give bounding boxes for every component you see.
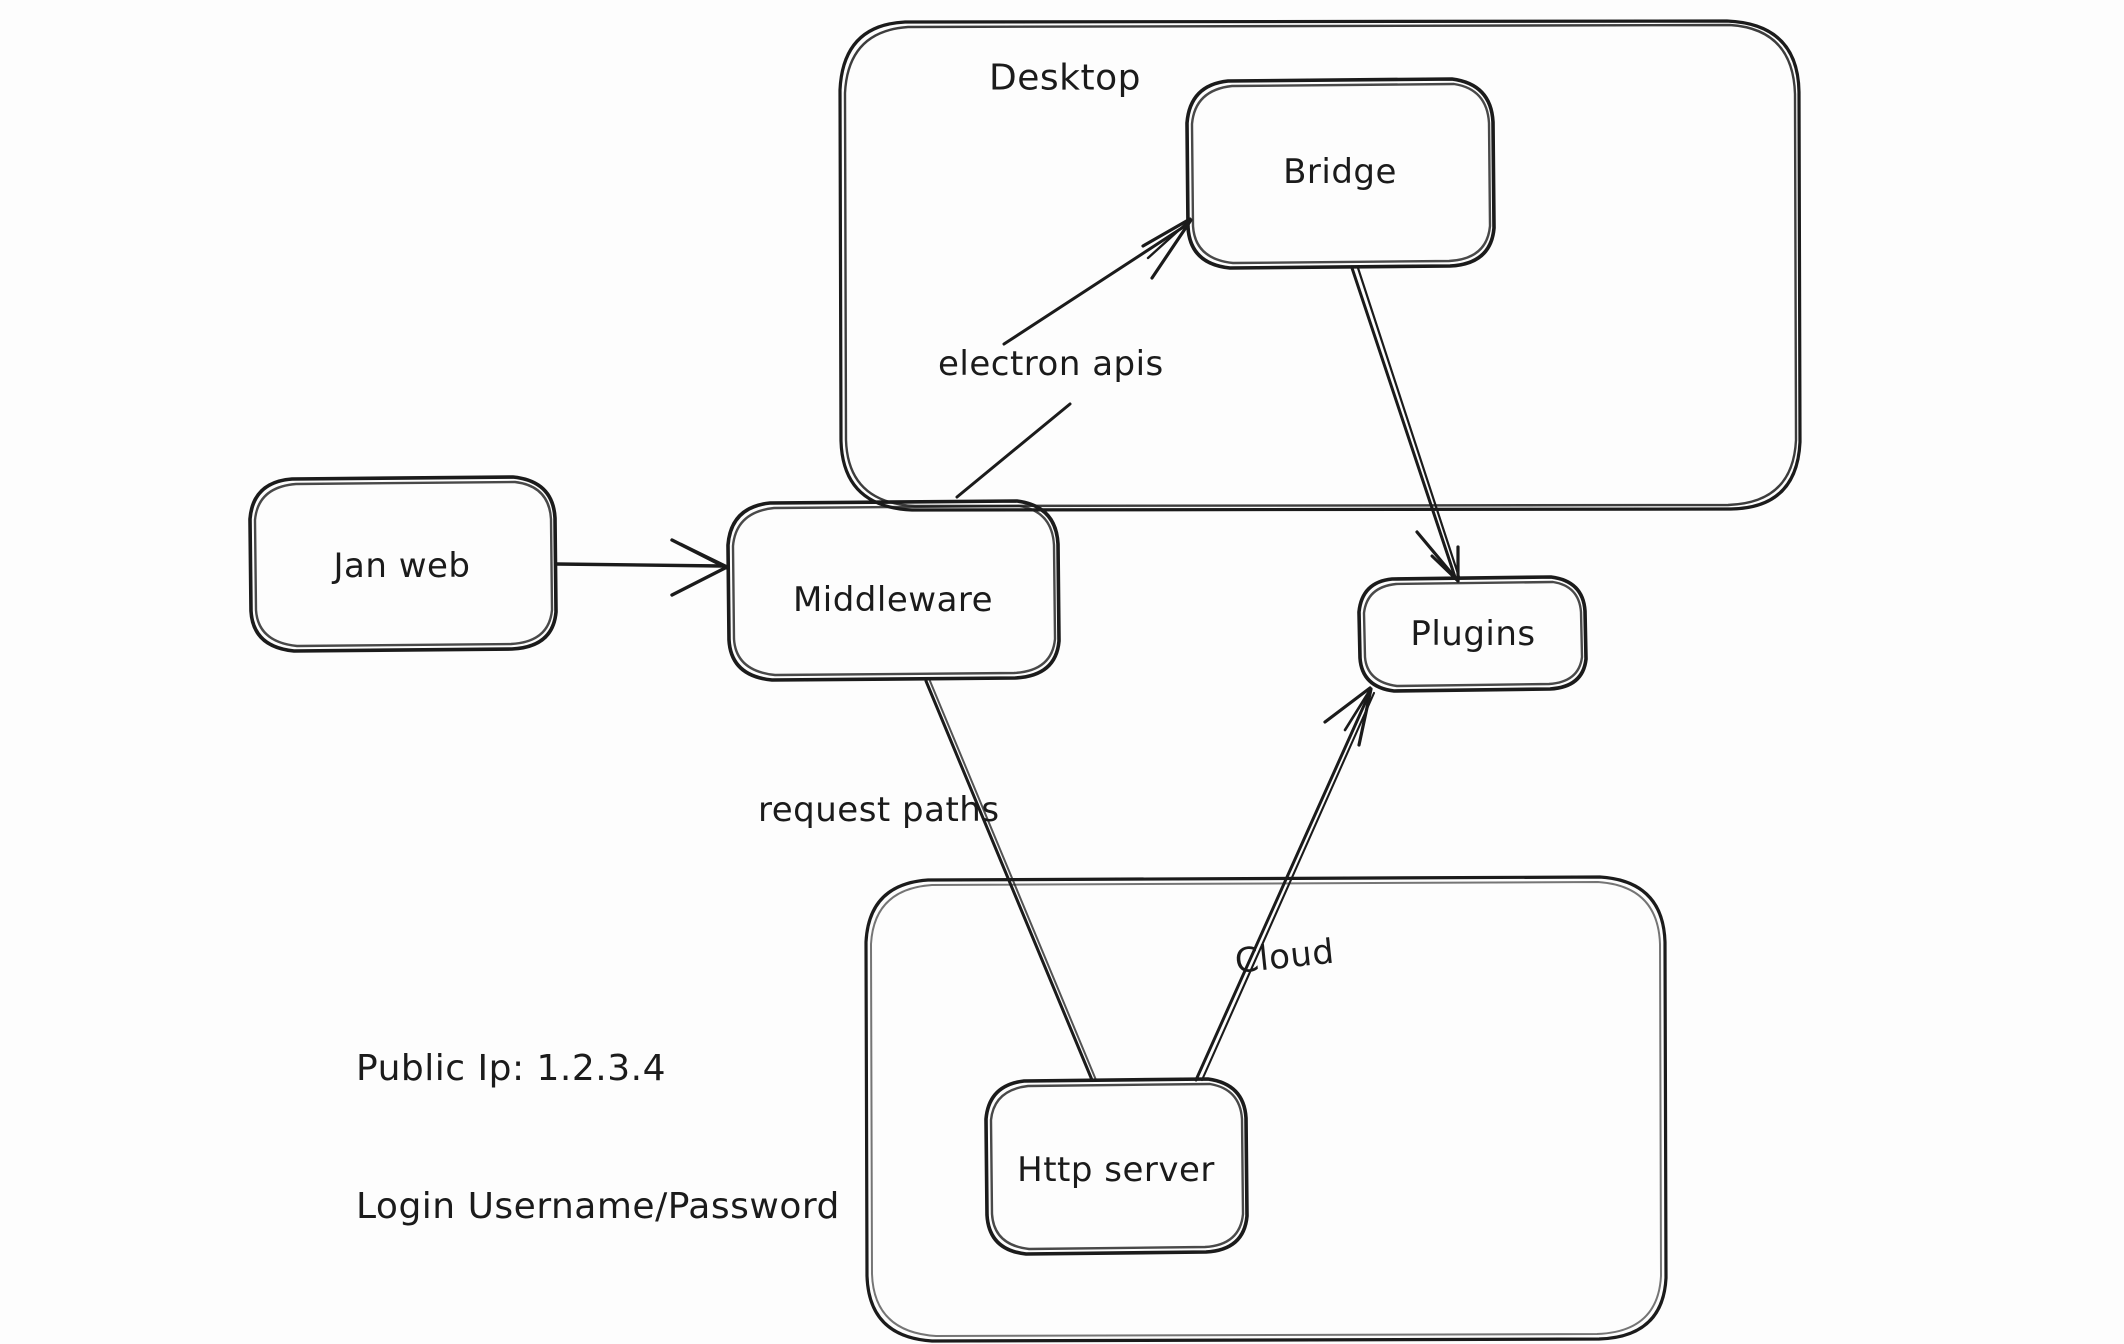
- node-jan-web-outline: [248, 475, 558, 653]
- node-middleware-outline: [726, 499, 1061, 682]
- group-desktop-outline: [838, 19, 1802, 512]
- edge-bridge-to-plugins: [1350, 266, 1461, 583]
- group-cloud-outline: [864, 875, 1668, 1343]
- node-plugins-outline: [1357, 575, 1588, 693]
- node-http-server-outline: [984, 1077, 1249, 1256]
- edge-middleware-to-httpserver: [924, 679, 1097, 1082]
- edge-httpserver-to-plugins: [1194, 686, 1376, 1082]
- edge-middleware-to-bridge: [955, 217, 1193, 499]
- edge-janweb-to-middleware: [554, 538, 729, 597]
- node-bridge-outline: [1185, 77, 1496, 270]
